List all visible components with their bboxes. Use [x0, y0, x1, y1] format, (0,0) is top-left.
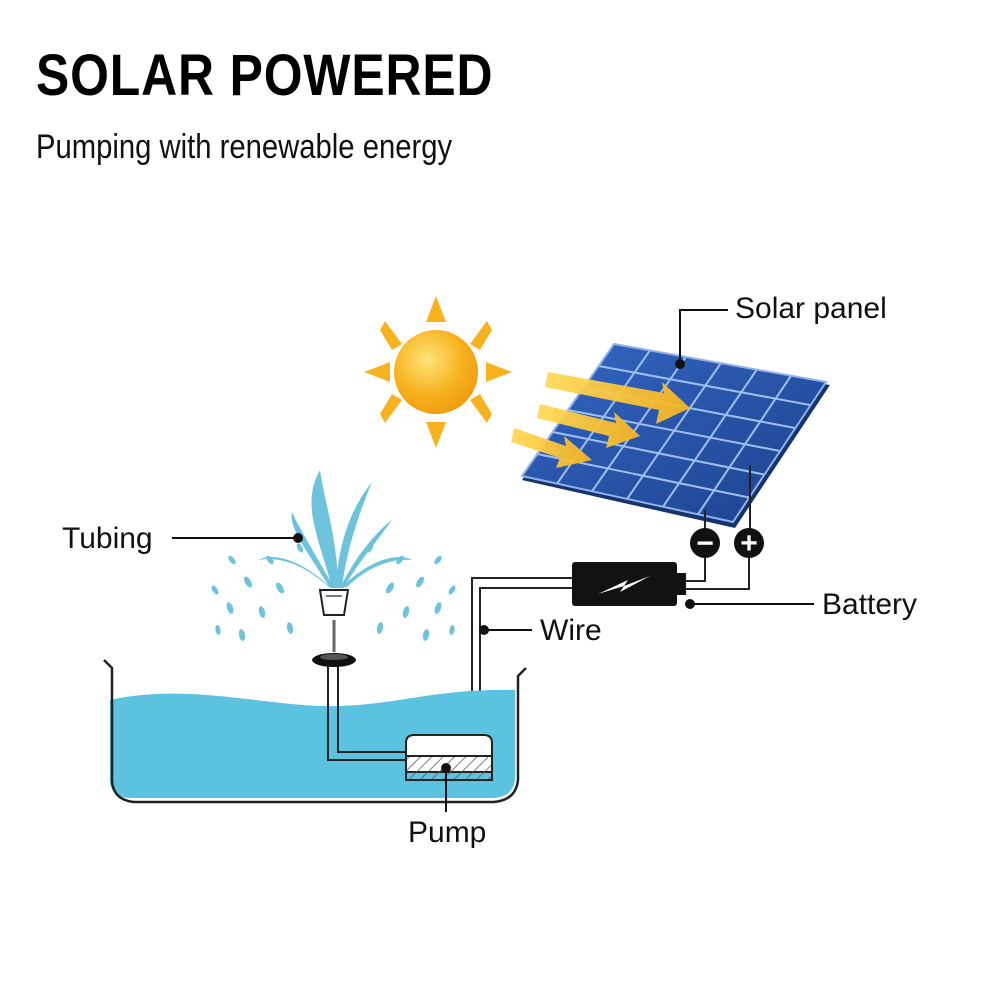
sun — [364, 296, 512, 448]
label-solar-panel: Solar panel — [735, 292, 887, 325]
callout-solar-panel: Solar panel — [675, 292, 887, 369]
label-wire: Wire — [540, 614, 602, 647]
pump — [405, 734, 493, 781]
panel-wires — [704, 465, 751, 530]
sun-rays — [511, 372, 690, 468]
page-title: SOLAR POWERED — [36, 43, 494, 108]
callout-pump: Pump — [408, 763, 486, 849]
label-tubing: Tubing — [62, 522, 153, 555]
battery-wires — [684, 558, 750, 590]
fountain-float — [312, 589, 356, 667]
fountain-spray — [211, 470, 456, 641]
callout-tubing: Tubing — [62, 522, 303, 555]
svg-text:−: − — [696, 527, 714, 560]
label-battery: Battery — [822, 588, 917, 621]
battery — [572, 562, 686, 606]
solar-panel — [520, 342, 830, 528]
svg-text:+: + — [740, 527, 758, 560]
pump-wire — [471, 577, 572, 735]
tubing-pipe — [327, 665, 408, 761]
positive-terminal: + — [734, 527, 764, 560]
callout-battery: Battery — [685, 588, 917, 621]
callout-wire: Wire — [479, 614, 602, 647]
negative-terminal: − — [690, 527, 720, 560]
label-pump: Pump — [408, 816, 486, 849]
page-subtitle: Pumping with renewable energy — [36, 128, 453, 166]
lightning-icon — [598, 576, 650, 594]
